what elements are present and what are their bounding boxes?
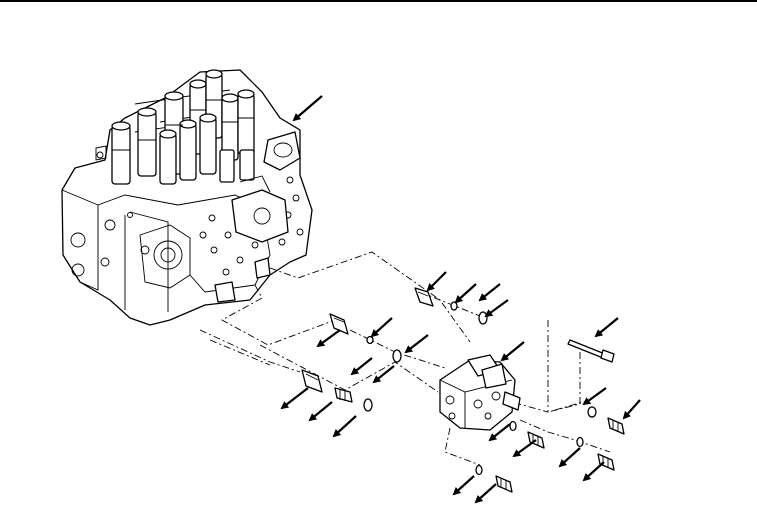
o-ring-4	[392, 349, 402, 363]
callout-arrow-17	[488, 423, 511, 442]
callout-arrow-5	[316, 329, 341, 348]
fitting-nipple-7	[597, 453, 615, 471]
callout-arrow-6	[370, 317, 393, 338]
callout-arrow-14	[332, 415, 357, 438]
callout-arrow-9	[372, 365, 395, 384]
fitting-elbow-3	[301, 369, 323, 393]
o-ring-6	[587, 406, 597, 418]
o-ring-7	[509, 420, 517, 432]
callout-arrow-12	[280, 387, 309, 410]
callout-arrow-2	[454, 283, 477, 304]
fitting-nipple-8	[495, 475, 513, 493]
callout-arrow-22	[474, 483, 497, 504]
fitting-elbow-5	[607, 417, 625, 435]
fitting-adapter-1	[414, 287, 434, 307]
o-ring-5	[363, 398, 373, 412]
mounting-bolt	[567, 339, 615, 363]
o-ring-1	[450, 301, 458, 311]
callout-arrow-1	[426, 271, 447, 292]
callout-arrow-10	[500, 341, 525, 362]
callout-arrow-20	[582, 461, 605, 482]
o-ring-2	[478, 311, 488, 325]
o-ring-8	[576, 436, 584, 448]
callout-arrow-21	[452, 475, 475, 496]
callout-arrow-4	[484, 299, 509, 318]
fitting-adapter-2	[329, 313, 349, 335]
callout-arrow-18	[512, 439, 537, 458]
callout-arrows	[280, 95, 641, 504]
o-ring-3	[366, 335, 374, 345]
sub-valve-block	[439, 354, 521, 431]
callout-arrow-3	[478, 283, 501, 302]
header-rule	[0, 0, 757, 2]
o-ring-9	[475, 464, 483, 476]
main-control-valve	[61, 69, 313, 326]
callout-arrow-main-valve	[292, 95, 323, 122]
callout-arrow-19	[558, 447, 581, 468]
callout-arrow-15	[582, 387, 607, 406]
fitting-nipple-4	[334, 387, 353, 403]
callout-arrow-13	[308, 401, 333, 422]
callout-arrow-16	[622, 399, 641, 420]
callout-arrow-8	[350, 357, 373, 376]
callout-arrow-11	[594, 317, 619, 338]
callout-arrow-7	[404, 334, 429, 354]
